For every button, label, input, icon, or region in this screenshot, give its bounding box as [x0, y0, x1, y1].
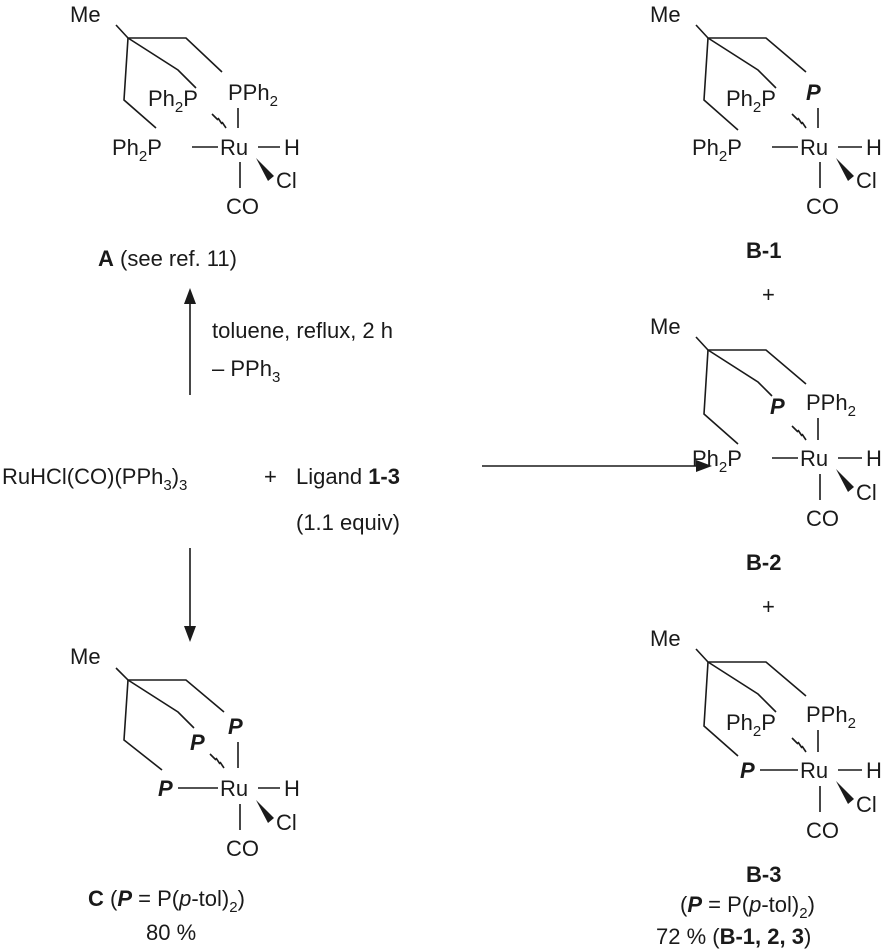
cl-b1: Cl: [856, 168, 877, 193]
ru-b3: Ru: [800, 758, 828, 783]
h-A: H: [284, 135, 300, 160]
arrow-up: [184, 288, 196, 395]
p-left-b3: P: [740, 758, 755, 783]
ph2p-upper: Ph2P: [148, 86, 198, 116]
p-left-c: P: [158, 776, 173, 801]
name-B1: B-1: [746, 238, 781, 263]
reactant-plus: +: [264, 464, 277, 489]
cl-A: Cl: [276, 168, 297, 193]
label-me-b2: Me: [650, 314, 681, 339]
b-yield: 72 % (B-1, 2, 3): [656, 924, 811, 949]
co-b2: CO: [806, 506, 839, 531]
reactant-formula: RuHCl(CO)(PPh3)3: [2, 464, 187, 494]
ph2p-upper-b3: Ph2P: [726, 710, 776, 740]
ru-b2: Ru: [800, 446, 828, 471]
ph2p-left: Ph2P: [112, 135, 162, 165]
ru-A: Ru: [220, 135, 248, 160]
cl-b2: Cl: [856, 480, 877, 505]
name-B3: B-3: [746, 862, 781, 887]
pph2-upper: PPh2: [228, 80, 278, 110]
co-A: CO: [226, 194, 259, 219]
name-B2: B-2: [746, 550, 781, 575]
ru-b1: Ru: [800, 135, 828, 160]
conditions-line-1: toluene, reflux, 2 h: [212, 318, 393, 343]
arrow-right: [482, 460, 712, 472]
ph2p-upper-b1: Ph2P: [726, 86, 776, 116]
pph2-b3: PPh2: [806, 702, 856, 732]
p-top-b1: P: [806, 80, 821, 105]
label-me-b3: Me: [650, 626, 681, 651]
plus-2: +: [762, 594, 775, 619]
p-top-c: P: [228, 714, 243, 739]
ru-c: Ru: [220, 776, 248, 801]
arrow-down: [184, 548, 196, 642]
co-b3: CO: [806, 818, 839, 843]
h-b1: H: [866, 135, 882, 160]
h-c: H: [284, 776, 300, 801]
ph2p-left-b2: Ph2P: [692, 446, 742, 476]
pph2-b2: PPh2: [806, 390, 856, 420]
compound-A: Me Ph2P PPh2 Ph2P Ru H Cl CO A (see ref.…: [70, 2, 300, 271]
ligand-equiv: (1.1 equiv): [296, 510, 400, 535]
h-b3: H: [866, 758, 882, 783]
name-A: A (see ref. 11): [98, 246, 237, 271]
co-c: CO: [226, 836, 259, 861]
p-upper-b2: P: [770, 394, 785, 419]
p-upper-left-c: P: [190, 730, 205, 755]
co-b1: CO: [806, 194, 839, 219]
h-b2: H: [866, 446, 882, 471]
compound-B1: Me P Ph2P Ph2P Ru H Cl CO B-1: [650, 2, 882, 263]
cl-c: Cl: [276, 810, 297, 835]
plus-1: +: [762, 282, 775, 307]
label-me: Me: [70, 2, 101, 27]
ligand-label: Ligand 1-3: [296, 464, 400, 489]
compound-B3: Me PPh2 Ph2P P Ru H Cl CO B-3: [650, 626, 882, 887]
compound-B2: Me P PPh2 Ph2P Ru H Cl CO B-2: [650, 314, 882, 575]
label-me-c: Me: [70, 644, 101, 669]
compound-C: Me P P P Ru H Cl CO C (P = P(p-tol)2) 80…: [70, 644, 300, 945]
b-pdef: (P = P(p-tol)2): [680, 892, 815, 922]
ph2p-left-b1: Ph2P: [692, 135, 742, 165]
cl-b3: Cl: [856, 792, 877, 817]
label-me-b1: Me: [650, 2, 681, 27]
yield-C: 80 %: [146, 920, 196, 945]
conditions-line-2: – PPh3: [212, 356, 280, 386]
name-C: C (P = P(p-tol)2): [88, 886, 245, 916]
